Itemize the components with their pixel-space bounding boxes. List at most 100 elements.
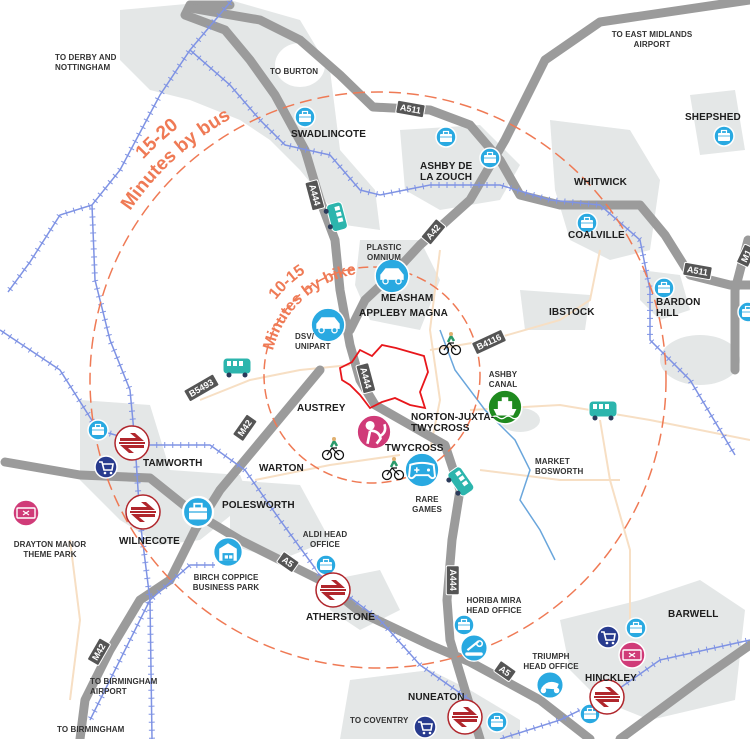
game-controller-icon[interactable] (404, 452, 440, 488)
rail-tie (411, 656, 417, 662)
briefcase-icon[interactable] (625, 617, 647, 639)
rail-tie (63, 378, 70, 383)
rail-tie (67, 384, 74, 389)
rail-tie (39, 241, 45, 246)
rail-tie (422, 183, 425, 190)
rail-tie (92, 279, 99, 283)
rail-tie (141, 553, 148, 556)
bike-zone-circle (263, 266, 481, 484)
rail-tie (641, 261, 648, 265)
rail-tie (690, 649, 693, 657)
rail-tie (547, 196, 551, 203)
rail-tie (216, 13, 222, 18)
rail-tie (644, 277, 651, 280)
briefcase-icon[interactable] (181, 495, 215, 529)
rail-tie (136, 132, 142, 137)
bus-icon[interactable] (322, 201, 348, 233)
rail-tie (54, 364, 59, 371)
rail-tie (263, 123, 269, 129)
rail-tie (34, 247, 41, 252)
rail-tie (52, 220, 58, 225)
briefcase-icon[interactable] (653, 277, 675, 299)
motorcycle-icon[interactable] (536, 671, 564, 699)
rail-tie (21, 267, 28, 272)
rail-tie (456, 689, 462, 695)
rail-tie (156, 589, 162, 595)
rail-tie (120, 651, 127, 656)
ticket-icon[interactable] (618, 641, 646, 669)
rail-tie (123, 644, 130, 649)
briefcase-icon[interactable] (737, 301, 750, 323)
label-wilnecote: WILNECOTE (119, 536, 180, 547)
briefcase-icon[interactable] (435, 126, 457, 148)
monkey-icon[interactable] (356, 414, 392, 450)
rail-station-icon[interactable] (114, 425, 150, 461)
rail-tie (406, 650, 412, 656)
rail-tie (708, 413, 715, 418)
rail-station-icon[interactable] (589, 679, 625, 715)
rail-tie (1, 329, 6, 335)
rail-tie (109, 673, 116, 677)
rail-tie (275, 135, 280, 140)
ticket-icon[interactable] (12, 499, 40, 527)
label-norton-juxta-twycross: NORTON-JUXTA- TWYCROSS (411, 412, 495, 434)
rail-tie (65, 209, 68, 217)
rail-tie (143, 118, 150, 123)
rail-tie (265, 500, 271, 505)
rail-tie (516, 187, 520, 194)
cyclist-icon (321, 437, 345, 461)
rail-tie (651, 661, 656, 668)
rail-tie (98, 694, 105, 699)
rail-station-icon[interactable] (125, 494, 161, 530)
rail-tie (721, 434, 727, 439)
rail-tie (116, 659, 123, 663)
rail-tie (105, 680, 112, 685)
briefcase-icon[interactable] (453, 614, 475, 636)
shopping-cart-icon[interactable] (596, 625, 620, 649)
rail-tie (737, 639, 740, 646)
canal-boat-icon[interactable] (487, 389, 523, 425)
bus-icon[interactable] (222, 357, 252, 378)
label-drayton-manor: DRAYTON MANOR THEME PARK (13, 540, 87, 559)
briefcase-icon[interactable] (315, 554, 337, 576)
label-coalville: COALVILLE (568, 230, 625, 241)
rail-tie (174, 573, 180, 579)
rail-tie (296, 144, 300, 151)
rail-tie (509, 185, 512, 192)
rail-station-icon[interactable] (315, 572, 351, 608)
shopping-cart-icon[interactable] (413, 715, 437, 739)
label-atherstone: ATHERSTONE (306, 612, 375, 623)
briefcase-icon[interactable] (713, 125, 735, 147)
briefcase-icon[interactable] (576, 212, 598, 234)
briefcase-icon[interactable] (486, 711, 508, 733)
rail-tie (692, 386, 698, 391)
briefcase-icon[interactable] (87, 419, 109, 441)
rail-tie (47, 360, 53, 367)
car-icon[interactable] (374, 258, 410, 294)
rail-tie (729, 641, 732, 648)
rail-tie (151, 104, 157, 108)
shopping-cart-icon[interactable] (94, 455, 118, 479)
briefcase-icon[interactable] (294, 106, 316, 128)
rail-tie (196, 55, 202, 61)
rail-tie (666, 655, 670, 662)
rail-tie (563, 198, 566, 205)
car-icon[interactable] (310, 307, 346, 343)
label-nuneaton: NUNEATON (408, 692, 465, 703)
tools-icon[interactable] (460, 634, 488, 662)
rail-tie (91, 709, 98, 713)
rail-tie (601, 205, 606, 211)
warehouse-icon[interactable] (213, 537, 243, 567)
label-hinckley: HINCKLEY (585, 673, 637, 684)
bus-icon[interactable] (443, 465, 475, 499)
rail-tie (94, 287, 101, 290)
rail-tie (274, 513, 280, 518)
rail-station-icon[interactable] (447, 699, 483, 735)
rail-tie (168, 578, 174, 585)
rail-tie (89, 418, 95, 423)
rail-tie (145, 585, 152, 588)
bus-icon[interactable] (588, 400, 618, 421)
briefcase-icon[interactable] (479, 147, 501, 169)
rail-tie (721, 643, 724, 650)
